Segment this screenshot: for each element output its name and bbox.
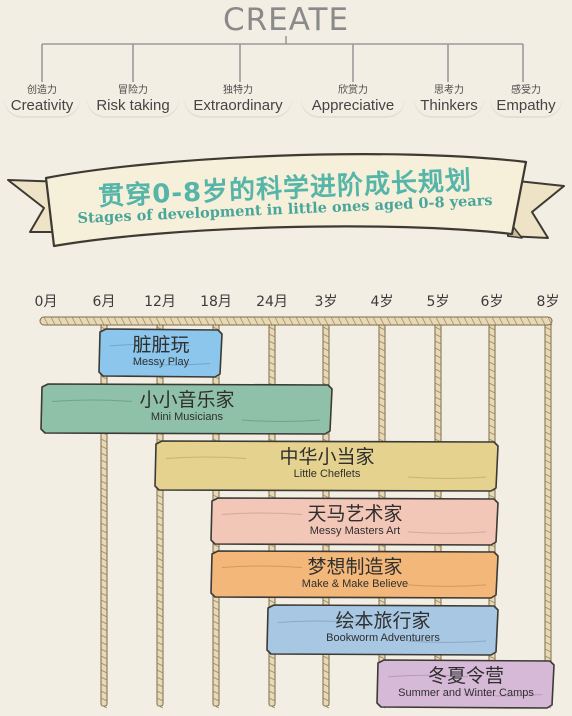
trait-en: Appreciative bbox=[311, 97, 395, 114]
trait-appreciative: 欣赏力 Appreciative bbox=[301, 82, 405, 118]
trait-zh: 欣赏力 bbox=[338, 85, 368, 96]
program-zh: 脏脏玩 bbox=[132, 334, 190, 356]
ribbon-banner bbox=[7, 153, 565, 248]
trait-zh: 感受力 bbox=[511, 85, 541, 96]
program-little-cheflets: 中华小当家 Little Cheflets bbox=[156, 441, 498, 491]
tick-label: 18月 bbox=[200, 294, 232, 310]
trait-zh: 独特力 bbox=[223, 85, 253, 96]
program-summer-winter-camps: 冬夏令营 Summer and Winter Camps bbox=[378, 660, 554, 708]
trait-empathy: 感受力 Empathy bbox=[490, 82, 562, 118]
program-zh: 梦想制造家 bbox=[307, 556, 403, 578]
program-en: Bookworm Adventurers bbox=[326, 632, 440, 644]
tick-label: 4岁 bbox=[370, 294, 394, 310]
trait-creativity: 创造力 Creativity bbox=[4, 82, 80, 118]
trait-zh: 创造力 bbox=[27, 85, 57, 96]
trait-en: Risk taking bbox=[96, 97, 170, 114]
program-en: Messy Masters Art bbox=[309, 525, 401, 537]
trait-thinkers: 思考力 Thinkers bbox=[414, 82, 484, 118]
program-zh: 天马艺术家 bbox=[307, 503, 403, 525]
program-zh: 中华小当家 bbox=[279, 446, 375, 468]
program-en: Messy Play bbox=[132, 356, 190, 368]
program-messy-play: 脏脏玩 Messy Play bbox=[100, 329, 222, 377]
trait-extraordinary: 独特力 Extraordinary bbox=[184, 82, 292, 118]
program-en: Make & Make Believe bbox=[301, 578, 409, 590]
program-zh: 小小音乐家 bbox=[139, 389, 235, 411]
trait-en: Empathy bbox=[496, 97, 556, 114]
program-zh: 绘本旅行家 bbox=[335, 610, 431, 632]
program-bookworm-adventurers: 绘本旅行家 Bookworm Adventurers bbox=[268, 605, 498, 655]
tick-label: 6月 bbox=[92, 294, 116, 310]
program-make-believe: 梦想制造家 Make & Make Believe bbox=[212, 551, 498, 598]
trait-en: Creativity bbox=[10, 97, 74, 114]
tick-label: 5岁 bbox=[426, 294, 450, 310]
bracket-lines bbox=[41, 36, 524, 82]
sign-plank bbox=[154, 440, 499, 492]
trait-en: Thinkers bbox=[420, 97, 478, 114]
program-en: Summer and Winter Camps bbox=[398, 687, 534, 699]
tick-label: 6岁 bbox=[480, 294, 504, 310]
trait-en: Extraordinary bbox=[193, 97, 283, 114]
program-zh: 冬夏令营 bbox=[427, 665, 504, 687]
program-messy-masters-art: 天马艺术家 Messy Masters Art bbox=[212, 498, 498, 545]
program-mini-musicians: 小小音乐家 Mini Musicians bbox=[42, 384, 332, 434]
trait-zh: 冒险力 bbox=[118, 85, 148, 96]
tick-label: 0月 bbox=[34, 294, 58, 310]
tick-label: 24月 bbox=[256, 294, 288, 310]
program-en: Little Cheflets bbox=[293, 468, 361, 480]
tick-label: 12月 bbox=[144, 294, 176, 310]
tick-label: 8岁 bbox=[536, 294, 560, 310]
page-title: CREATE bbox=[222, 2, 350, 38]
trait-zh: 思考力 bbox=[434, 85, 464, 96]
program-en: Mini Musicians bbox=[150, 411, 224, 423]
tick-label: 3岁 bbox=[314, 294, 338, 310]
trait-risk-taking: 冒险力 Risk taking bbox=[87, 82, 179, 118]
